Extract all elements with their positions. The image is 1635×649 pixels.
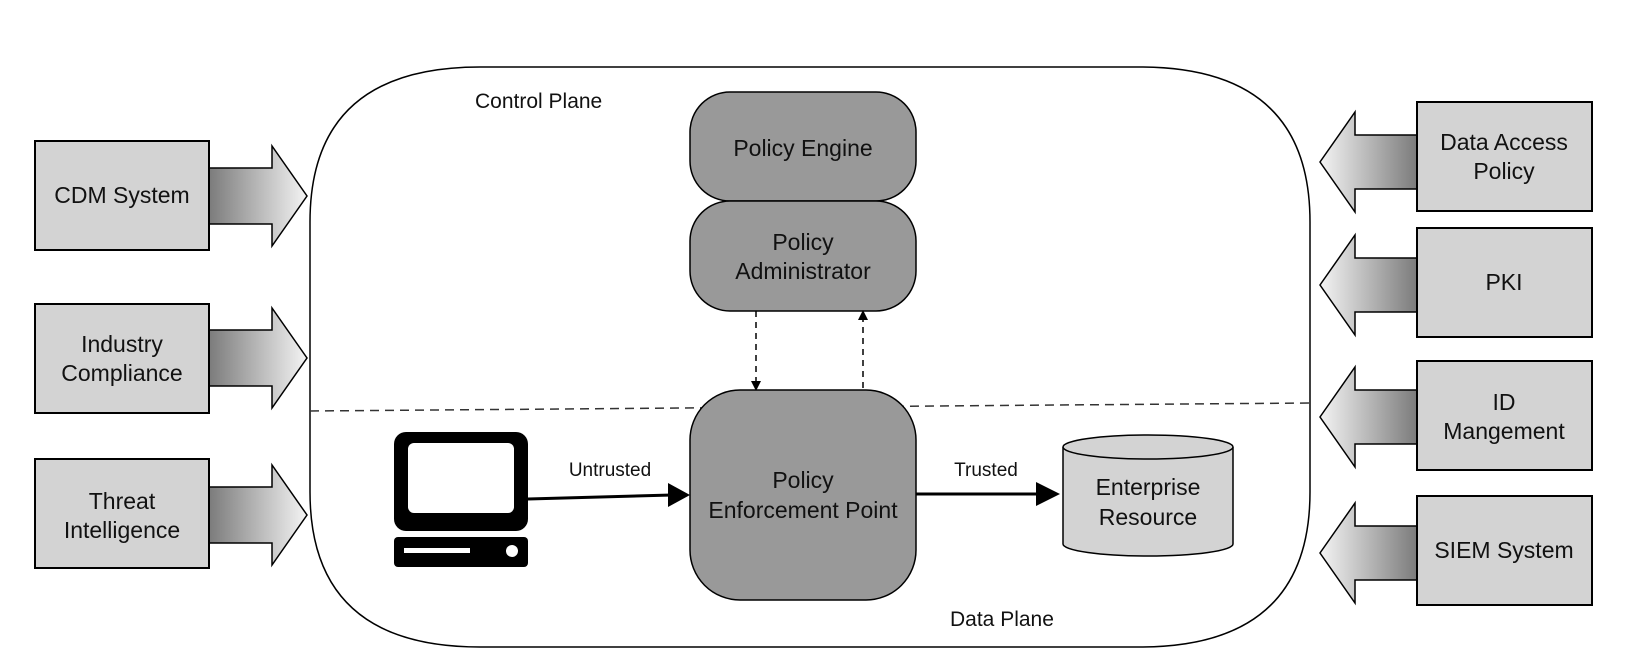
source-label-line1: ID: [1493, 389, 1516, 415]
cylinder-top: [1062, 434, 1234, 460]
trust-boundary: [309, 66, 1311, 648]
policy-administrator: Policy Administrator: [689, 200, 917, 312]
left-arrow: [1319, 500, 1419, 606]
source-label-line1: Threat: [89, 488, 156, 514]
source-box: [1416, 227, 1593, 338]
untrusted-arrowhead: [668, 483, 690, 507]
trusted-label: Trusted: [954, 460, 1018, 481]
data-plane-label: Data Plane: [950, 608, 1054, 631]
right-arrow: [207, 143, 308, 249]
source-label-line2: Mangement: [1443, 418, 1565, 444]
input-data-access-policy: Data Access Policy: [1319, 101, 1593, 215]
input-cdm-system: CDM System: [34, 140, 308, 251]
source-label-line2: Policy: [1473, 158, 1535, 184]
computer-terminal-icon: [394, 432, 528, 567]
right-arrow: [207, 305, 308, 411]
input-siem-system: SIEM System: [1319, 495, 1593, 606]
policy-engine: Policy Engine: [689, 91, 917, 202]
pep-box: [689, 389, 917, 601]
source-label-line1: Industry: [81, 331, 163, 357]
policy-administrator-label-line1: Policy: [772, 229, 834, 255]
right-arrow: [207, 462, 308, 568]
input-pki: PKI: [1319, 227, 1593, 338]
source-label-line2: Intelligence: [64, 517, 180, 543]
source-label-line1: Data Access: [1440, 129, 1568, 155]
input-industry-compliance: Industry Compliance: [34, 303, 308, 414]
pep-label-line1: Policy: [772, 467, 834, 493]
enterprise-resource: Enterprise Resource: [1062, 434, 1234, 557]
policy-administrator-label-line2: Administrator: [735, 258, 871, 284]
input-threat-intelligence: Threat Intelligence: [34, 458, 308, 569]
source-box: [34, 458, 210, 569]
control-plane-label: Control Plane: [475, 90, 602, 113]
source-box: [1416, 360, 1593, 471]
untrusted-flow-arrow: [527, 493, 673, 501]
left-arrow: [1319, 364, 1419, 470]
left-arrow: [1319, 109, 1419, 215]
source-box: [34, 140, 210, 251]
source-label-line2: Compliance: [61, 360, 182, 386]
trusted-arrowhead: [1036, 482, 1060, 506]
policy-enforcement-point: Policy Enforcement Point: [689, 389, 917, 601]
input-id-management: ID Mangement: [1319, 360, 1593, 471]
policy-administrator-box: [689, 200, 917, 312]
source-label: SIEM System: [1434, 537, 1573, 563]
enterprise-resource-label-line2: Resource: [1099, 504, 1197, 530]
source-box: [1416, 495, 1593, 606]
source-box: [1416, 101, 1593, 212]
enterprise-resource-label-line1: Enterprise: [1096, 474, 1201, 500]
cylinder-body: [1062, 447, 1234, 557]
policy-engine-label: Policy Engine: [733, 135, 872, 161]
untrusted-label: Untrusted: [569, 460, 651, 481]
pep-label-line2: Enforcement Point: [708, 497, 898, 523]
source-label: PKI: [1485, 269, 1522, 295]
source-box: [34, 303, 210, 414]
source-label: CDM System: [54, 182, 189, 208]
left-arrow: [1319, 232, 1419, 338]
